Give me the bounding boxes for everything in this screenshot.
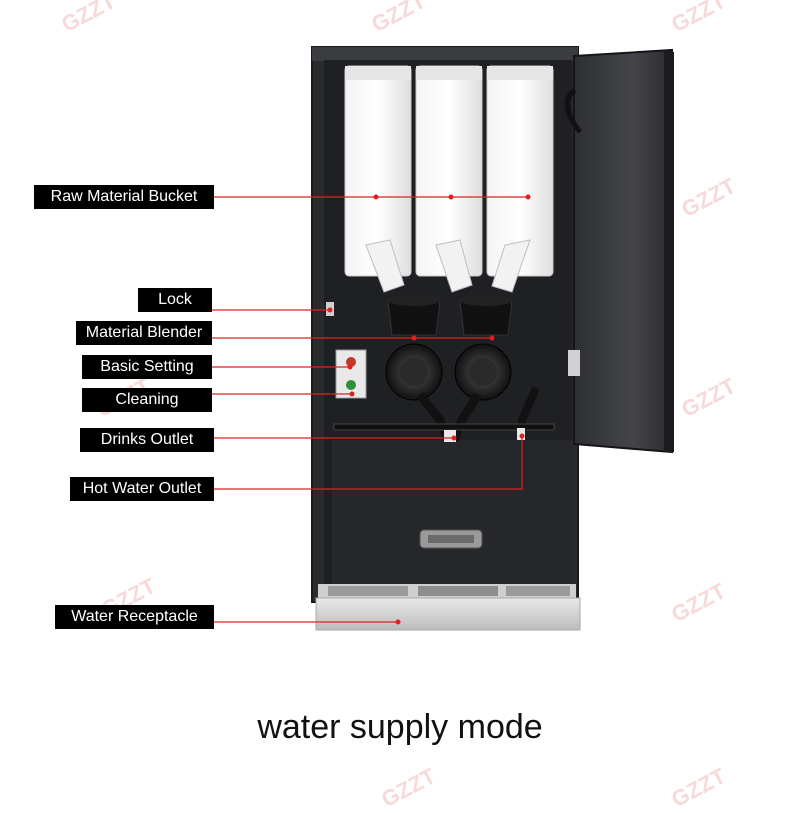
basic-setting-button <box>346 357 356 367</box>
leader-lines <box>212 196 528 623</box>
cleaning-button <box>346 380 356 390</box>
lock-label: Lock <box>138 288 212 312</box>
cabinet-lower-panel <box>332 440 572 585</box>
cabinet-top-edge <box>312 47 578 61</box>
raw-material-bucket-label: Raw Material Bucket <box>34 185 214 209</box>
leader-dots <box>327 194 531 625</box>
open-door <box>573 48 673 454</box>
door-edge <box>664 50 674 452</box>
material-blender-label: Material Blender <box>76 321 212 345</box>
hot-water-outlet-label: Hot Water Outlet <box>70 477 214 501</box>
basic-setting-label: Basic Setting <box>82 355 212 379</box>
ingredient-buckets <box>344 65 554 293</box>
door-tube <box>564 87 582 134</box>
blender-bowls <box>387 294 513 336</box>
water-receptacle-label: Water Receptacle <box>55 605 214 629</box>
drinks-outlet-label: Drinks Outlet <box>80 428 214 452</box>
water-receptacle-tray <box>315 597 581 631</box>
door-hinge <box>568 350 580 376</box>
diagram-caption: water supply mode <box>257 708 543 746</box>
cleaning-label: Cleaning <box>82 388 212 412</box>
